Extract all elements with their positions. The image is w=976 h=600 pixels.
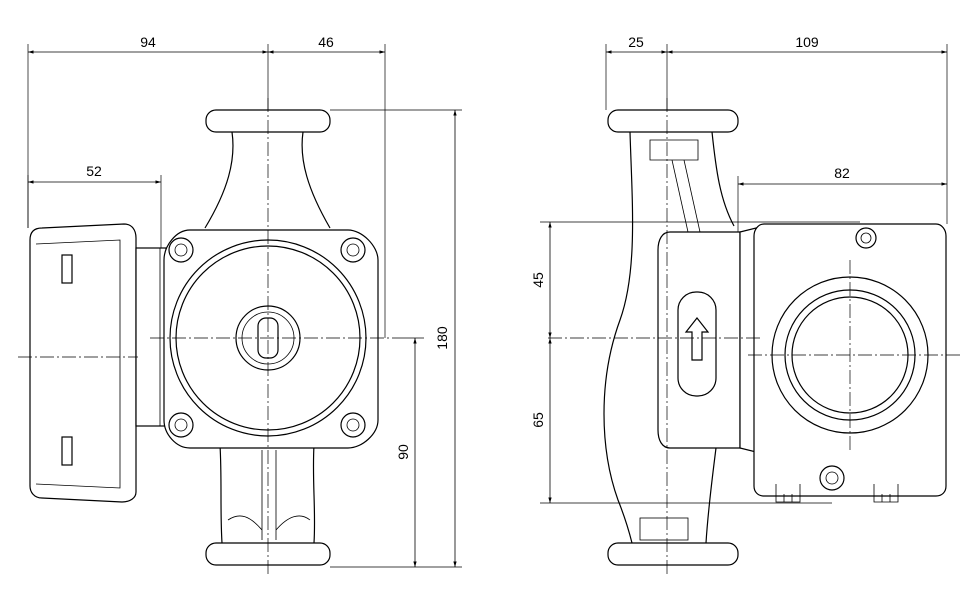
side-view xyxy=(548,98,962,575)
dim-label-94: 94 xyxy=(140,34,156,50)
side-cable-glands xyxy=(775,484,899,503)
dim-label-46: 46 xyxy=(318,34,334,50)
arrow-up-icon xyxy=(684,317,710,361)
side-pipe-left xyxy=(603,131,634,544)
side-bottom-flange xyxy=(607,542,739,566)
front-adapter xyxy=(135,247,167,427)
front-box-slot-top xyxy=(61,254,73,284)
front-box-inner xyxy=(35,239,121,489)
dim-label-45: 45 xyxy=(530,272,546,288)
front-lower-neck xyxy=(219,444,316,544)
side-upper-rib xyxy=(649,139,701,233)
dim-label-65: 65 xyxy=(530,412,546,428)
side-dimensions: 25 109 82 45 65 xyxy=(530,34,948,504)
front-bolts xyxy=(168,237,366,438)
dim-label-180: 180 xyxy=(434,326,450,350)
side-box-screw-top xyxy=(855,227,877,249)
dim-label-52: 52 xyxy=(86,163,102,179)
side-box-screw-bottom xyxy=(819,465,845,491)
dim-label-25: 25 xyxy=(628,34,644,50)
dim-label-90: 90 xyxy=(395,444,411,460)
dim-label-82: 82 xyxy=(834,165,850,181)
side-top-flange xyxy=(607,109,739,133)
dim-label-109: 109 xyxy=(795,34,819,50)
front-box-slot-bottom xyxy=(61,436,73,466)
front-control-box xyxy=(29,223,137,503)
front-lower-rib xyxy=(227,450,311,540)
side-lower-tab xyxy=(639,517,689,541)
front-view xyxy=(18,98,400,575)
front-upper-neck xyxy=(204,131,331,229)
side-pipe-right xyxy=(705,131,735,544)
front-dimensions: 94 46 52 180 90 xyxy=(27,34,462,568)
